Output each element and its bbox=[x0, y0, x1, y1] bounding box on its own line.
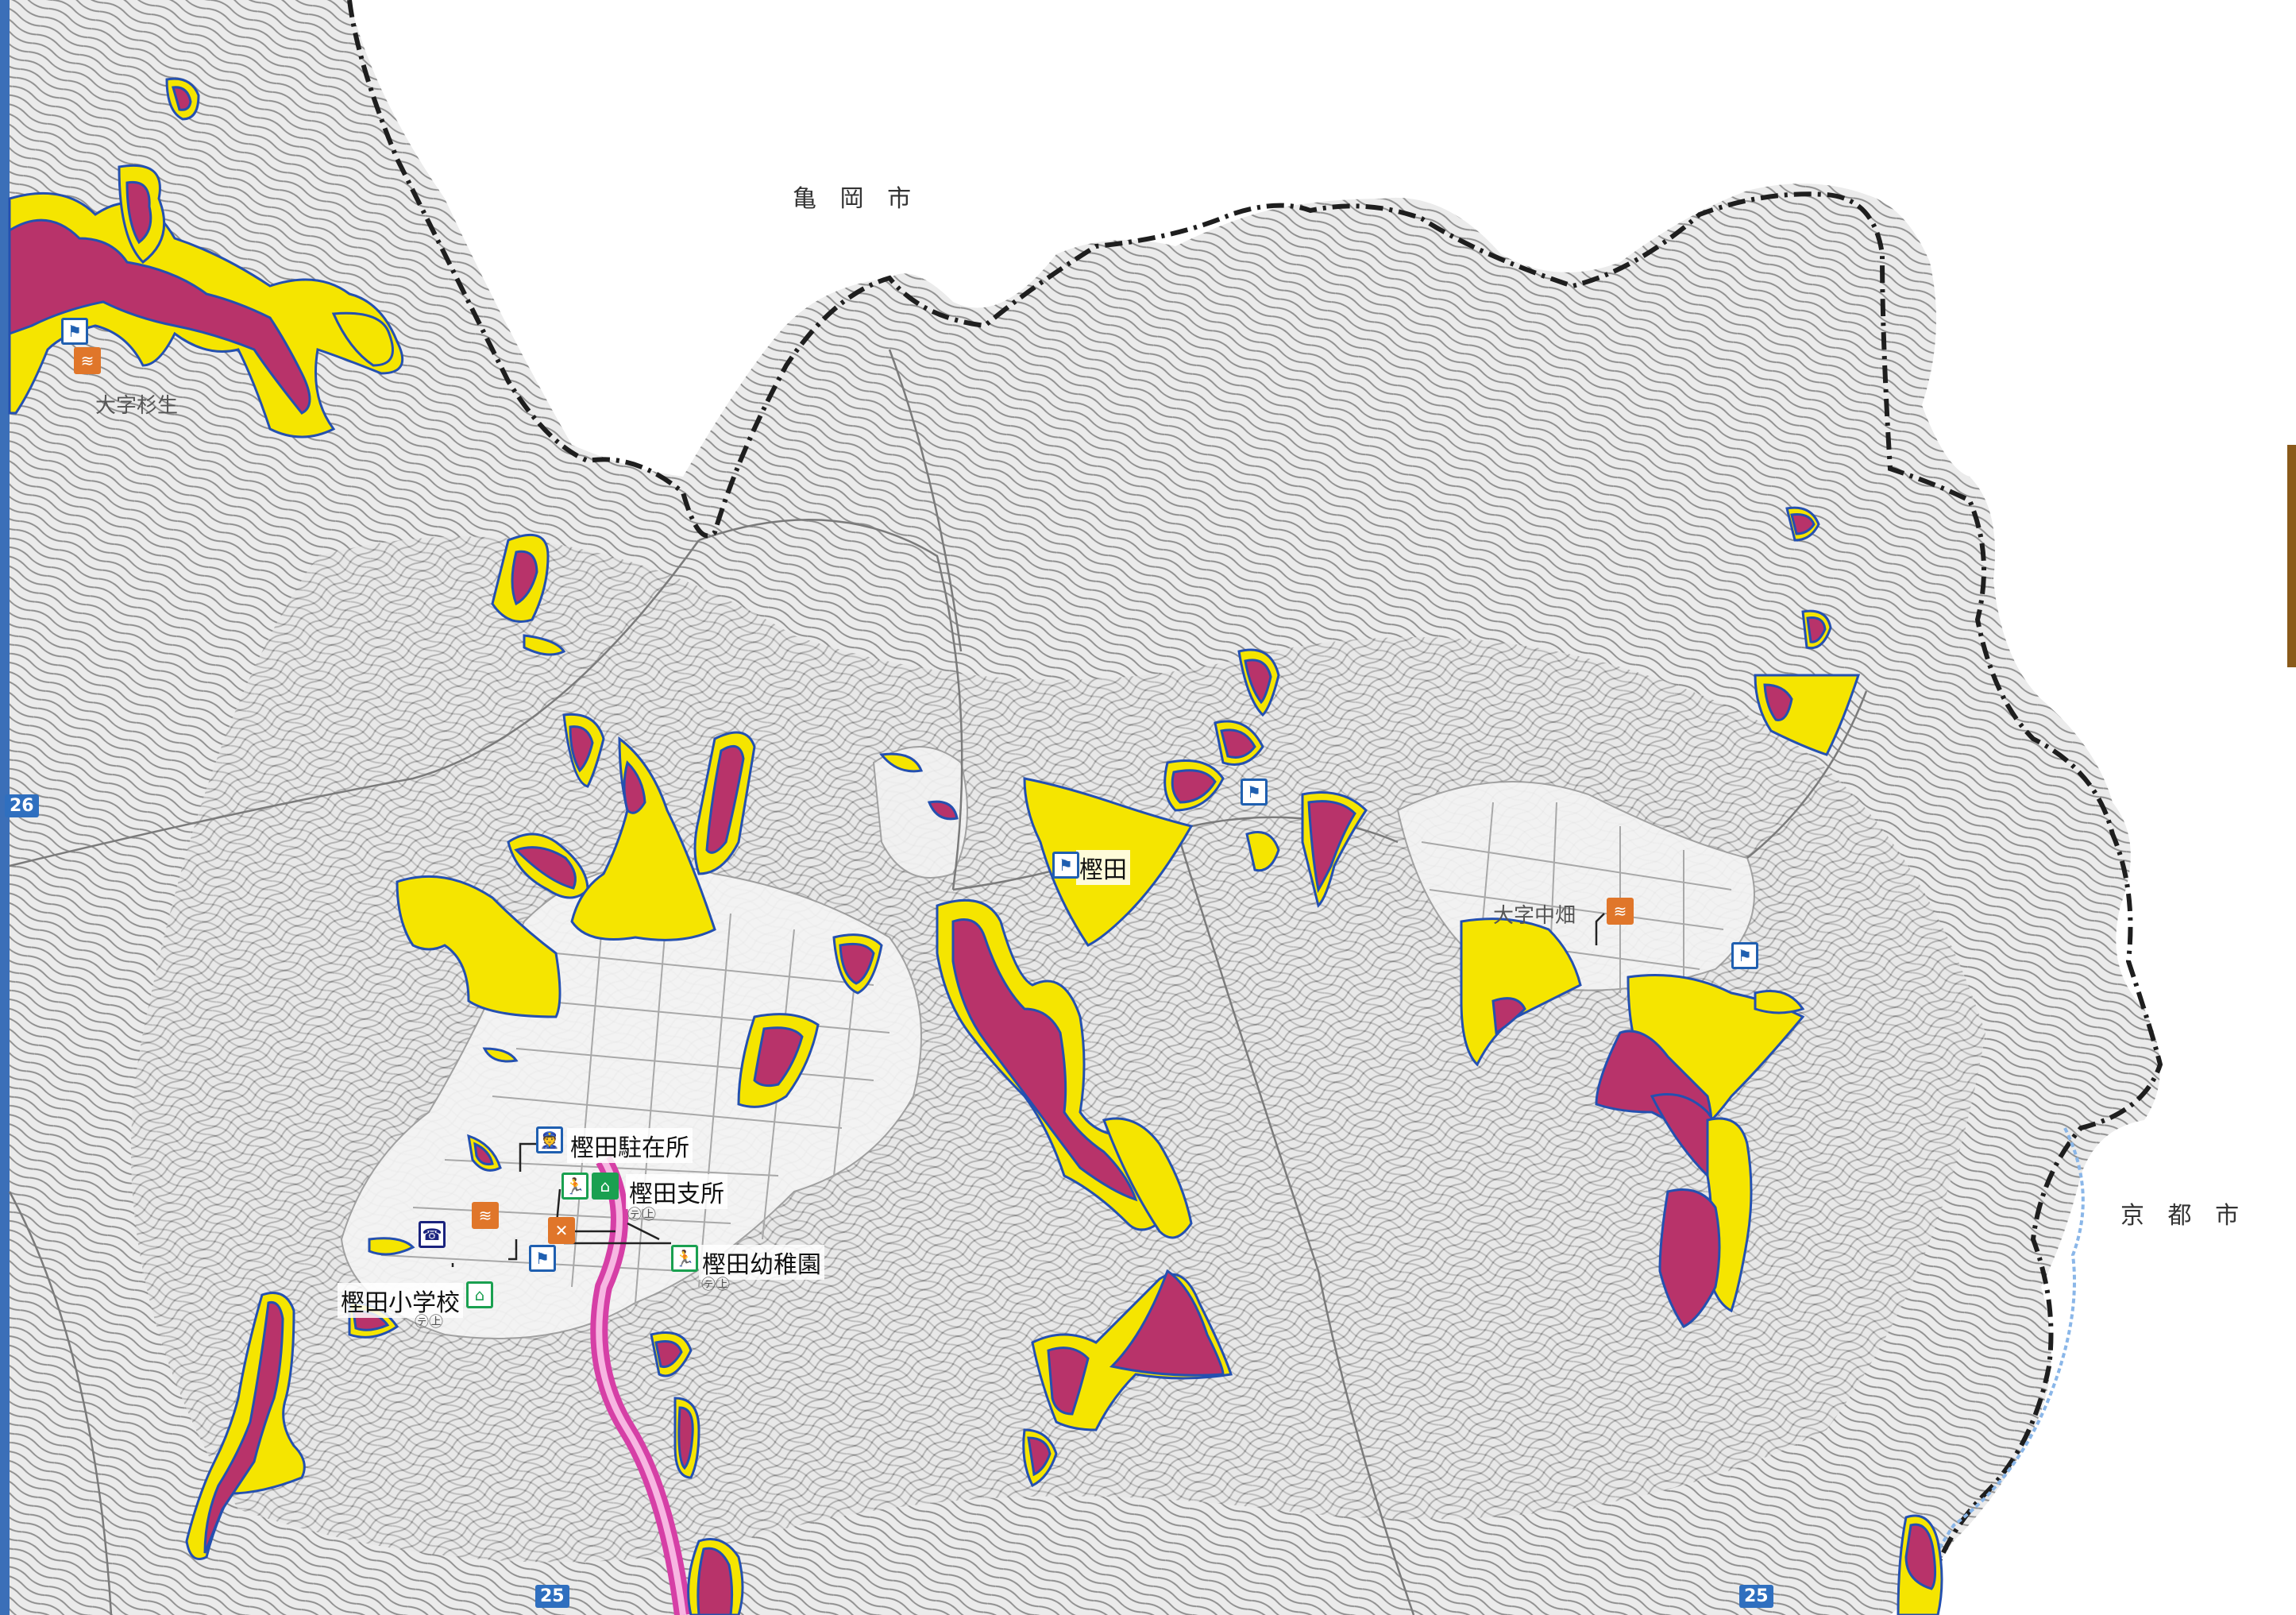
zone-yellow bbox=[1245, 831, 1280, 872]
edge-strip-right bbox=[2287, 445, 2296, 667]
neighbor-city-east: 京 都 市 bbox=[2120, 1202, 2248, 1230]
grid-label-25: 25 bbox=[1739, 1585, 1773, 1608]
hazard-icon: ✕ bbox=[548, 1217, 575, 1244]
zone-red bbox=[1047, 1346, 1090, 1416]
zone-red bbox=[1244, 659, 1272, 705]
zone-red bbox=[1027, 1436, 1052, 1477]
layers-icon: ≋ bbox=[74, 347, 101, 374]
shelter-icon: ⌂ bbox=[592, 1173, 619, 1200]
zone-red bbox=[1763, 683, 1793, 721]
zone-red bbox=[1790, 513, 1816, 535]
zone-red bbox=[951, 918, 1138, 1202]
zone-red bbox=[1171, 769, 1217, 804]
layers-icon: ≋ bbox=[1607, 898, 1634, 925]
zone-yellow bbox=[368, 1237, 415, 1256]
zone-red bbox=[1806, 616, 1827, 643]
zone-red bbox=[172, 86, 192, 111]
place-label-kindergarten: 樫田幼稚園 bbox=[699, 1245, 824, 1280]
marker-designated: ㋢㊤ bbox=[415, 1314, 443, 1331]
area-label-sugio: 大字杉生 bbox=[95, 394, 179, 418]
zone-red bbox=[511, 550, 538, 606]
heliport-icon: ⚑ bbox=[529, 1245, 556, 1272]
police-icon: 👮 bbox=[536, 1126, 563, 1153]
zone-yellow bbox=[331, 311, 394, 367]
zone-yellow bbox=[1102, 1117, 1193, 1239]
river-east bbox=[1912, 1127, 2085, 1615]
zone-yellow bbox=[879, 752, 924, 773]
grid-label-25: 25 bbox=[535, 1585, 569, 1608]
zone-red bbox=[839, 942, 875, 985]
zone-yellow bbox=[523, 634, 566, 656]
zone-red bbox=[927, 800, 959, 821]
zone-red bbox=[654, 1340, 683, 1369]
zone-red bbox=[1220, 728, 1256, 759]
zone-yellow bbox=[1460, 918, 1582, 1067]
neighbor-city-north: 亀 岡 市 bbox=[793, 185, 920, 213]
heliport-icon: ⚑ bbox=[1241, 779, 1268, 806]
zone-red bbox=[8, 218, 311, 415]
settlement-upper bbox=[872, 746, 968, 879]
zone-red bbox=[705, 744, 745, 854]
zone-red bbox=[473, 1142, 494, 1165]
zone-red bbox=[569, 725, 594, 773]
zone-red bbox=[203, 1300, 284, 1554]
evacuation-icon: 🏃 bbox=[561, 1173, 588, 1200]
zone-red bbox=[1491, 997, 1526, 1035]
school-icon: ⌂ bbox=[466, 1281, 493, 1308]
zone-red bbox=[1307, 800, 1356, 894]
zone-red bbox=[125, 180, 152, 245]
zone-red bbox=[1109, 1269, 1225, 1377]
evacuation-icon: 🏃 bbox=[671, 1245, 698, 1272]
heliport-icon: ⚑ bbox=[1052, 852, 1079, 879]
grid-label-26: 26 bbox=[5, 794, 39, 817]
marker-designated: ㋢㊤ bbox=[701, 1277, 730, 1293]
heliport-icon: ⚑ bbox=[61, 318, 88, 345]
city-boundary bbox=[347, 0, 2163, 1615]
place-label-kashida: 樫田 bbox=[1076, 850, 1130, 885]
zone-yellow bbox=[1754, 990, 1805, 1014]
zone-red bbox=[677, 1406, 694, 1470]
main-road-inner bbox=[596, 1158, 686, 1615]
zone-yellow bbox=[482, 1047, 519, 1063]
place-label-police-box: 樫田駐在所 bbox=[567, 1128, 693, 1163]
layers-icon: ≋ bbox=[472, 1202, 499, 1229]
zone-yellow bbox=[396, 875, 561, 1018]
zone-red bbox=[753, 1026, 804, 1088]
area-label-nakahata: 大字中畑 bbox=[1493, 904, 1576, 928]
place-label-elementary-school: 樫田小学校 bbox=[338, 1283, 463, 1318]
zone-red bbox=[1904, 1523, 1937, 1590]
marker-designated: ㋢㊤ bbox=[627, 1207, 656, 1223]
zone-red bbox=[697, 1547, 734, 1615]
heliport-icon: ⚑ bbox=[1731, 942, 1758, 969]
phone-icon: ☎ bbox=[419, 1221, 446, 1248]
zone-red bbox=[514, 846, 577, 890]
zone-yellow bbox=[570, 736, 716, 941]
zone-red bbox=[623, 760, 646, 814]
zone-red bbox=[1658, 1188, 1721, 1328]
place-label-branch-office: 樫田支所 bbox=[626, 1174, 727, 1209]
